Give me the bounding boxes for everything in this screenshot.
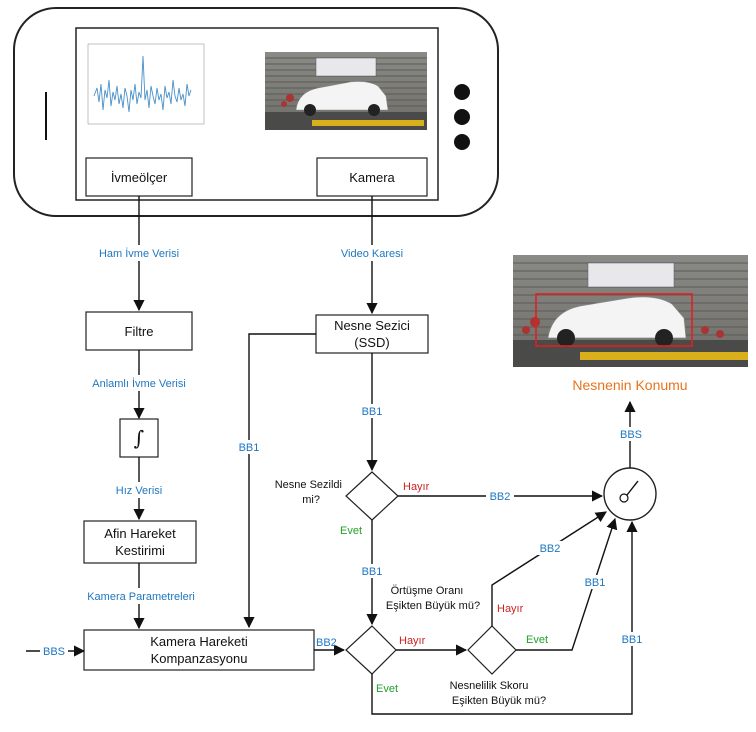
switch-pivot (619, 493, 629, 503)
camera-frame-thumbnail (265, 52, 427, 130)
detection-bounding-box (535, 293, 693, 347)
no-label-2: Hayır (399, 635, 426, 647)
phone-button-3 (454, 134, 470, 150)
object-detector-box (315, 314, 429, 354)
switch-node (603, 467, 657, 521)
no-label-3: Hayır (497, 603, 524, 615)
q-objectness-line2: Eşikten Büyük mü? (452, 695, 546, 707)
accelerometer-label: İvmeölçer (111, 170, 168, 185)
switch-lever (626, 480, 639, 496)
compensation-box (83, 629, 315, 671)
video-frame-label: Video Karesi (341, 248, 403, 260)
camera-params-label: Kamera Parametreleri (87, 591, 195, 603)
arrow-decision3-no-to-sum (491, 511, 607, 626)
decision-overlap-ratio (345, 625, 397, 675)
q-detected-line1: Nesne Sezildi (275, 479, 342, 491)
affine-line1: Afin Hareket (104, 526, 176, 541)
detection-result-image (513, 255, 748, 367)
affine-estimation-box (83, 520, 197, 564)
accelerometer-plot-thumbnail (87, 43, 205, 125)
integral-symbol: ∫ (134, 426, 144, 450)
q-objectness-line1: Nesnelilik Skoru (450, 680, 529, 692)
q-overlap-line2: Eşikten Büyük mü? (386, 600, 480, 612)
yes-label-3: Evet (376, 683, 398, 695)
speed-data-label: Hız Verisi (116, 485, 162, 497)
bb2-diag-label: BB2 (540, 543, 561, 555)
bbs-input-label: BBS (43, 646, 65, 658)
accelerometer-box (85, 157, 193, 197)
filter-label: Filtre (125, 324, 154, 339)
compensation-line2: Kompanzasyonu (151, 651, 248, 666)
meaningful-accel-label: Anlamlı İvme Verisi (92, 377, 186, 390)
yes-label-2: Evet (526, 634, 548, 646)
bb2-top-label: BB2 (490, 491, 511, 503)
integral-box (119, 418, 159, 458)
detector-line2: (SSD) (354, 335, 389, 350)
camera-box (316, 157, 428, 197)
compensation-line1: Kamera Hareketi (150, 634, 248, 649)
arrow-detector-to-compensation (243, 333, 316, 629)
q-detected-line2: mi? (302, 494, 320, 506)
bb1-right-label: BB1 (585, 577, 606, 589)
bbs-output-label: BBS (620, 429, 642, 441)
bb1-bottom-label: BB1 (622, 634, 643, 646)
bb2-comp-label: BB2 (316, 637, 337, 649)
camera-label: Kamera (349, 170, 395, 185)
decision-object-detected (345, 471, 399, 521)
affine-line2: Kestirimi (115, 543, 165, 558)
bb1-mid-label: BB1 (362, 566, 383, 578)
yes-label-1: Evet (340, 525, 362, 537)
object-location-title: Nesnenin Konumu (572, 377, 687, 393)
detector-line1: Nesne Sezici (334, 318, 410, 333)
bb1-left-label: BB1 (239, 442, 260, 454)
decision-objectness-score (467, 625, 517, 675)
phone-button-2 (454, 109, 470, 125)
arrow-decision2-yes-to-sum (371, 520, 638, 715)
arrow-decision3-yes-to-sum (516, 517, 618, 651)
q-overlap-line1: Örtüşme Oranı (391, 585, 464, 597)
phone-button-1 (454, 84, 470, 100)
raw-accel-label: Ham İvme Verisi (99, 247, 179, 260)
bb1-detector-label: BB1 (362, 406, 383, 418)
no-label-1: Hayır (403, 481, 430, 493)
